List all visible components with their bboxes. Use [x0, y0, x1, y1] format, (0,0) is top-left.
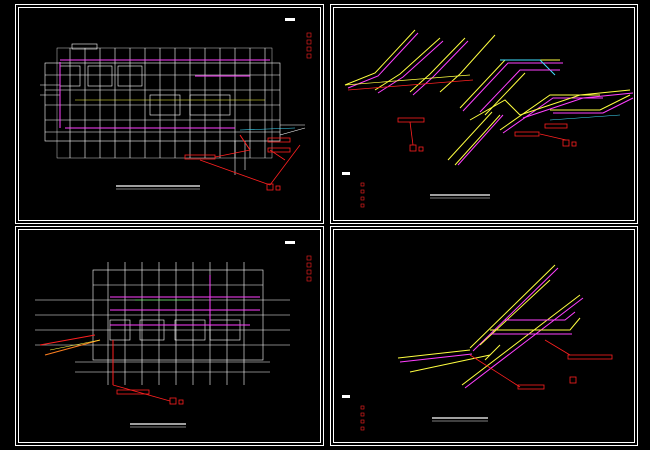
iso-top-drawing: [342, 29, 634, 208]
pipe-network: [344, 29, 634, 166]
callouts: [397, 117, 577, 152]
callouts: [184, 137, 301, 191]
plan-top-drawing: [40, 18, 312, 191]
sheet-number-tag: [285, 241, 295, 244]
legend-column: [360, 182, 365, 208]
legend-column: [306, 255, 312, 282]
callouts: [112, 384, 184, 405]
iso-bottom-drawing: [342, 264, 613, 431]
sheet-frame: [18, 229, 321, 443]
sheet-frame: [18, 7, 321, 221]
plan-bottom-drawing: [35, 241, 312, 428]
building-grid: [35, 262, 290, 385]
sheet-number-tag: [342, 172, 350, 175]
pipe-network: [397, 264, 584, 389]
legend-column: [306, 32, 312, 59]
sheet-bottom-left[interactable]: [15, 226, 324, 446]
sheet-number-tag: [285, 18, 295, 21]
sheet-top-left[interactable]: [15, 4, 324, 224]
building-grid: [40, 43, 306, 175]
sheet-top-right[interactable]: [330, 4, 638, 224]
legend-column: [360, 405, 365, 431]
sheet-number-tag: [342, 395, 350, 398]
callouts: [469, 339, 613, 390]
pipe-network: [59, 59, 296, 151]
sheet-frame: [333, 229, 635, 443]
sheet-bottom-right[interactable]: [330, 226, 638, 446]
sheet-frame: [333, 7, 635, 221]
pipe-network: [39, 275, 260, 385]
